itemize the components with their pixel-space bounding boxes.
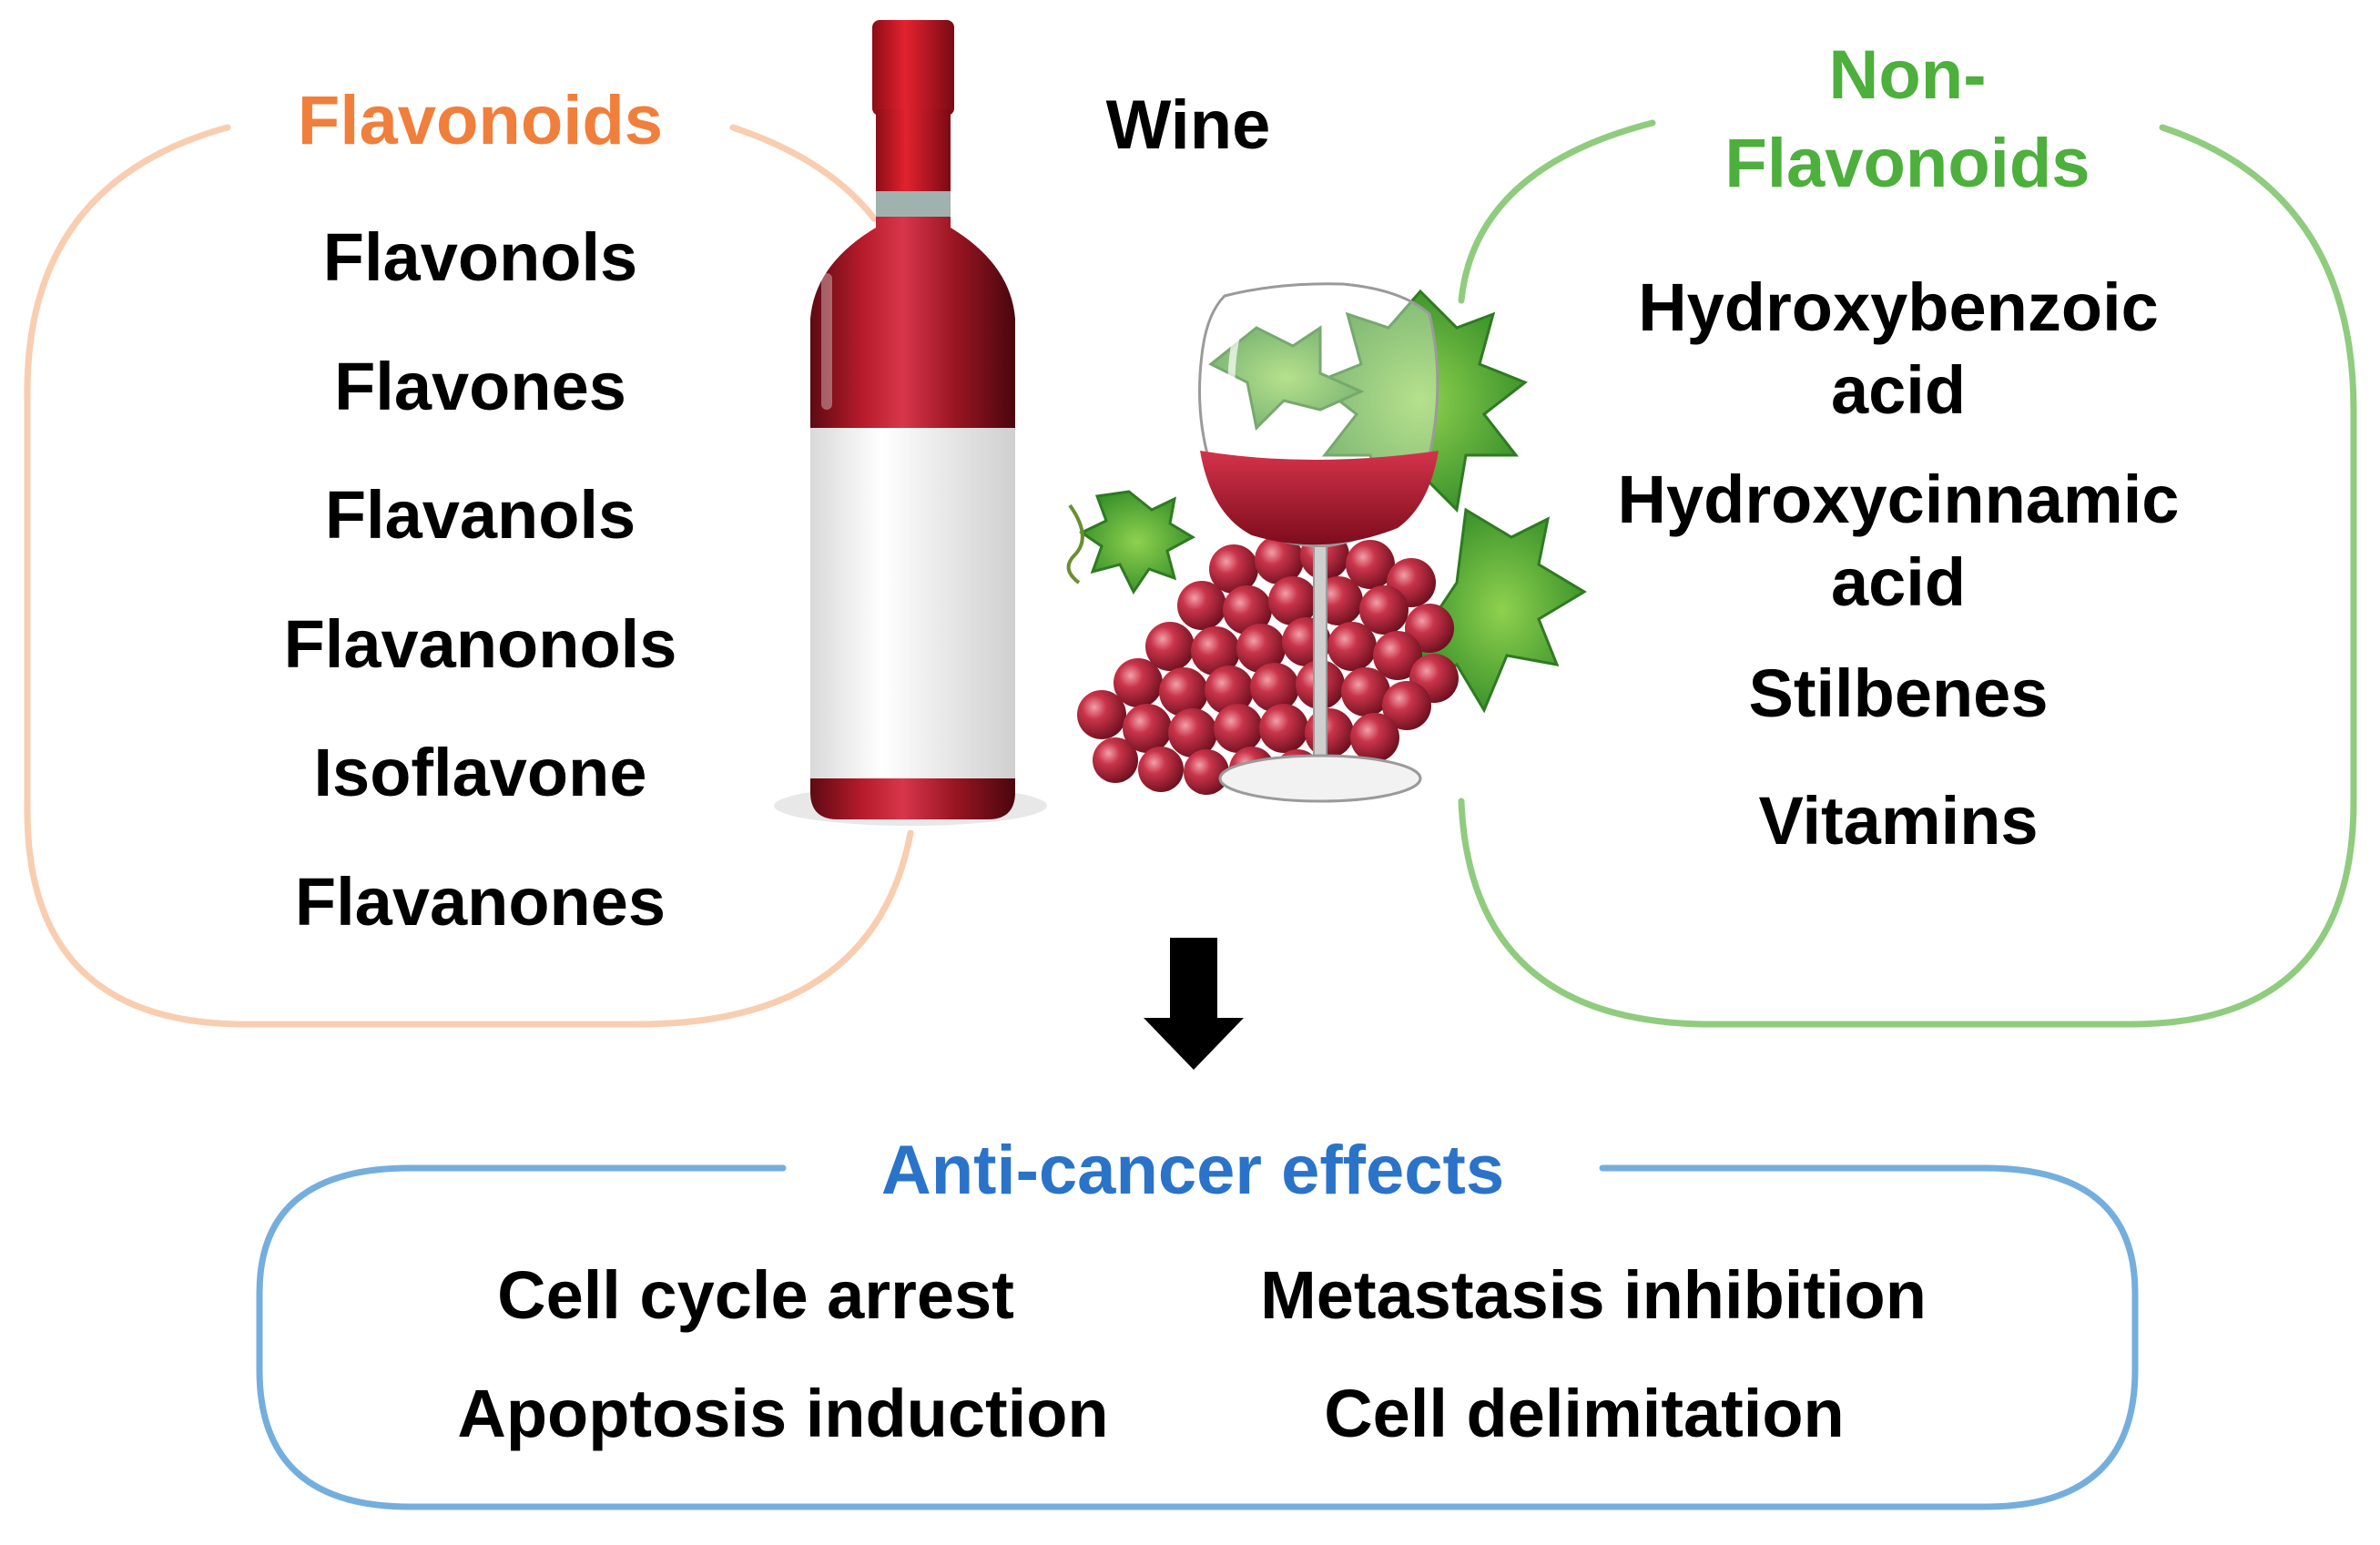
- non-flavonoid-item-line1: Stilbenes: [1748, 656, 2049, 731]
- non-flavonoids-title-line1: Non-: [1828, 36, 1987, 114]
- flavonoid-item: Flavanones: [294, 864, 666, 940]
- effect-item: Apoptosis induction: [457, 1376, 1109, 1451]
- effect-item: Cell delimitation: [1324, 1376, 1845, 1451]
- wine-glass-icon: [1198, 282, 1439, 803]
- non-flavonoids-title-line2: Flavonoids: [1724, 125, 2090, 202]
- flavonoid-item: Isoflavone: [313, 735, 647, 810]
- wine-label: Wine: [1105, 86, 1271, 164]
- vine-tendril: [1066, 503, 1084, 584]
- flavonoid-item: Flavanols: [324, 477, 636, 553]
- non-flavonoid-item-line2: acid: [1830, 544, 1967, 620]
- flavonoid-item: Flavanonols: [283, 606, 677, 682]
- non-flavonoids-box: [1458, 119, 2357, 1028]
- effects-box: [256, 1164, 2139, 1510]
- non-flavonoid-item-line1: Hydroxybenzoic: [1638, 269, 2159, 345]
- flavonoids-box: [24, 124, 914, 1028]
- grape-leaves-icon: [1079, 289, 1587, 714]
- wine-bottle-icon: [774, 20, 1047, 826]
- flavonoid-item: Flavonols: [322, 219, 638, 295]
- flavonoids-title: Flavonoids: [297, 82, 664, 159]
- effects-title: Anti-cancer effects: [880, 1132, 1505, 1209]
- down-arrow-icon: [1144, 938, 1244, 1070]
- non-flavonoid-item-line1: Vitamins: [1758, 783, 2039, 859]
- effect-item: Metastasis inhibition: [1260, 1257, 1927, 1333]
- non-flavonoid-item-line1: Hydroxycinnamic: [1617, 462, 2180, 537]
- flavonoid-item: Flavones: [334, 349, 626, 424]
- effect-item: Cell cycle arrest: [497, 1257, 1014, 1333]
- non-flavonoid-item-line2: acid: [1830, 352, 1967, 428]
